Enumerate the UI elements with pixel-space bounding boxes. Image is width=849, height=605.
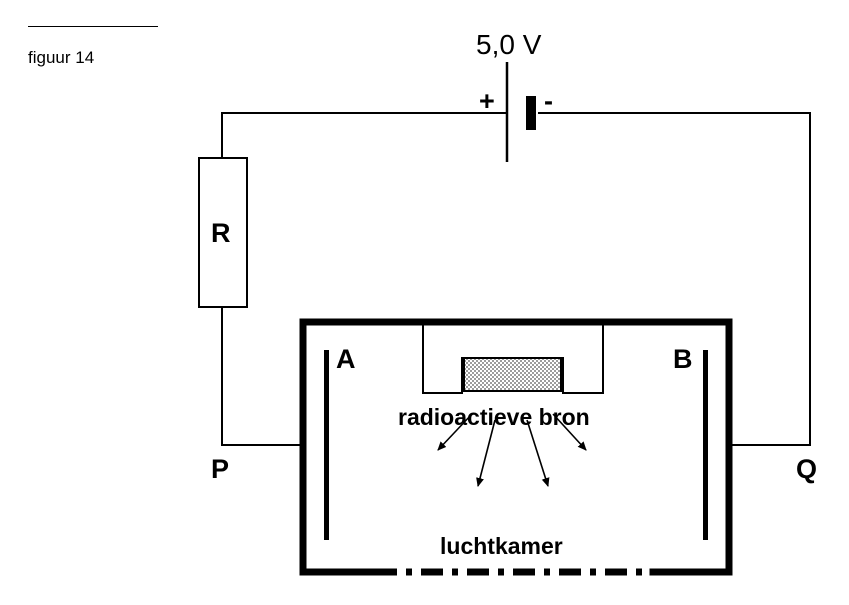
air-chamber [299,318,733,576]
source-label: radioactieve bron [398,404,590,430]
figure-label: figuur 14 [28,48,95,67]
radiation-arrows [437,413,587,487]
resistor-label: R [211,218,231,248]
plate-b [703,350,708,540]
chamber-label: luchtkamer [440,533,563,559]
plate-b-label: B [673,344,693,374]
plate-a [324,350,329,540]
resistor [198,157,248,308]
circuit-wires [221,112,811,446]
battery [505,62,536,162]
node-q-label: Q [796,454,817,484]
battery-minus-sign: - [544,86,553,116]
plate-a-label: A [336,344,356,374]
battery-plus-sign: + [479,86,495,116]
node-p-label: P [211,454,229,484]
figure-rule [28,26,158,27]
battery-voltage-label: 5,0 V [476,29,542,60]
radioactive-source [463,357,562,392]
